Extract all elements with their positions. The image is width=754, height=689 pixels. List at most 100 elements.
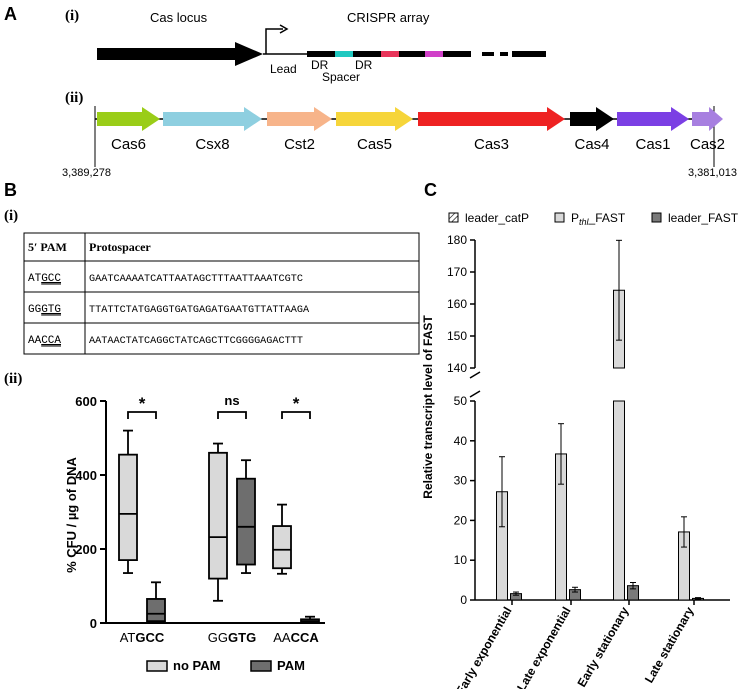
box-iqr: [208, 451, 228, 580]
array-segment-spacer: [381, 51, 399, 57]
box-chart-significance: *ns*: [127, 393, 311, 419]
box-chart-legend: no PAM PAM: [146, 658, 305, 673]
gene-arrow-cst2: [267, 107, 332, 131]
y-tick-label: 150: [447, 329, 467, 343]
cas-locus-arrow: [97, 42, 263, 66]
array-segment-dr: [353, 51, 381, 57]
x-tick-label: ATGCC: [120, 630, 165, 645]
box-iqr: [118, 453, 138, 561]
table-cell-protospacer: AATAACTATCAGGCTATCAGCTTCGGGGAGACTTT: [89, 336, 303, 347]
coord-left: 3,389,278: [62, 167, 111, 179]
array-segment-dr: [443, 51, 471, 57]
legend-label-pam: PAM: [277, 658, 305, 673]
panel-a-sub-i: (i): [65, 8, 79, 24]
gene-arrow-cas6: [97, 107, 160, 131]
gene-label-csx8: Csx8: [195, 136, 229, 153]
panel-b-letter: B: [4, 180, 17, 200]
panel-a: A (i) Cas locus CRISPR array Lead DR Spa…: [4, 4, 737, 179]
panel-b-sub-ii: (ii): [4, 371, 22, 387]
axis-break-mark: [469, 390, 481, 398]
panel-a-letter: A: [4, 4, 17, 24]
box-chart-ylabel: % CFU / µg of DNA: [64, 456, 79, 572]
y-tick-label: 0: [460, 593, 467, 607]
gene-arrow-csx8: [163, 107, 262, 131]
bar-chart-bars: [496, 239, 704, 601]
array-segment-dr: [399, 51, 425, 57]
y-tick-label: 160: [447, 297, 467, 311]
gene-arrow-cas1: [617, 107, 689, 131]
gene-arrow-cas4: [570, 107, 614, 131]
cas-locus-label: Cas locus: [150, 10, 208, 25]
panel-c: C leader_catP Pthl_FAST leader_FAST Rela…: [421, 180, 739, 689]
x-tick-label: Late stationary: [642, 604, 697, 685]
array-segment-spacer: [335, 51, 353, 57]
gene-label-cas2: Cas2: [690, 136, 725, 153]
table-cell-pam: AACCA: [28, 335, 61, 347]
gene-arrow-cas3: [418, 107, 565, 131]
gene-label-cas4: Cas4: [574, 136, 609, 153]
coord-right: 3,381,013: [688, 167, 737, 179]
table-header-protospacer: Protospacer: [89, 240, 151, 254]
x-tick-label: Late exponential: [514, 605, 573, 689]
y-tick-label: 40: [454, 434, 468, 448]
table-border: [23, 232, 420, 355]
gene-arrow-cas2: [692, 107, 723, 131]
gene-label-cas3: Cas3: [474, 136, 509, 153]
crispr-array-label: CRISPR array: [347, 10, 430, 25]
promoter-arrowhead-icon: [279, 24, 289, 34]
box-iqr: [146, 598, 166, 623]
array-dash: [482, 52, 494, 56]
bar-chart-ylabel: Relative transcript level of FAST: [421, 315, 435, 499]
y-tick-label: 200: [75, 542, 97, 557]
bar-chart-legend: leader_catP Pthl_FAST leader_FAST: [448, 211, 739, 227]
panel-b-sub-i: (i): [4, 208, 18, 224]
spacer-label: Spacer: [322, 70, 360, 84]
legend-swatch-pam: [250, 660, 272, 672]
promoter-icon: [265, 28, 283, 54]
y-tick-label: 180: [447, 233, 467, 247]
y-tick-label: 50: [454, 394, 468, 408]
panel-a-sub-ii: (ii): [65, 90, 83, 106]
bar: [613, 400, 625, 601]
array-segment-dr: [512, 51, 546, 57]
legend-swatch-no-pam: [146, 660, 168, 672]
panel-c-letter: C: [424, 180, 437, 200]
y-tick-label: 10: [454, 553, 468, 567]
y-tick-label: 400: [75, 468, 97, 483]
legend-label-leader-fast: leader_FAST: [668, 211, 739, 225]
table-cell-pam: GGGTG: [28, 304, 61, 316]
gene-arrows: [97, 107, 723, 131]
box-iqr: [272, 525, 292, 570]
array-dash: [500, 52, 508, 56]
significance-label: ns: [224, 393, 239, 408]
axis-break-mark: [469, 371, 481, 379]
x-tick-label: GGGTG: [208, 630, 256, 645]
significance-label: *: [139, 394, 146, 413]
y-tick-label: 140: [447, 361, 467, 375]
y-tick-label: 600: [75, 394, 97, 409]
table-cell-pam: ATGCC: [28, 273, 61, 285]
significance-bracket: [127, 411, 157, 419]
y-tick-label: 20: [454, 513, 468, 527]
gene-label-cas1: Cas1: [635, 136, 670, 153]
lead-label: Lead: [270, 62, 297, 76]
legend-swatch-leader-fast: [651, 212, 662, 223]
table-cell-protospacer: TTATTCTATGAGGTGATGAGATGAATGTTATTAAGA: [89, 305, 310, 316]
significance-bracket: [281, 411, 311, 419]
y-tick-label: 170: [447, 265, 467, 279]
gene-label-cas6: Cas6: [111, 136, 146, 153]
table-header-pam: 5′ PAM: [28, 240, 67, 254]
significance-bracket: [217, 411, 247, 419]
legend-label-pthl-fast: Pthl_FAST: [571, 211, 626, 227]
x-tick-label: Early stationary: [574, 604, 631, 689]
legend-swatch-leader-catp: [448, 212, 459, 223]
